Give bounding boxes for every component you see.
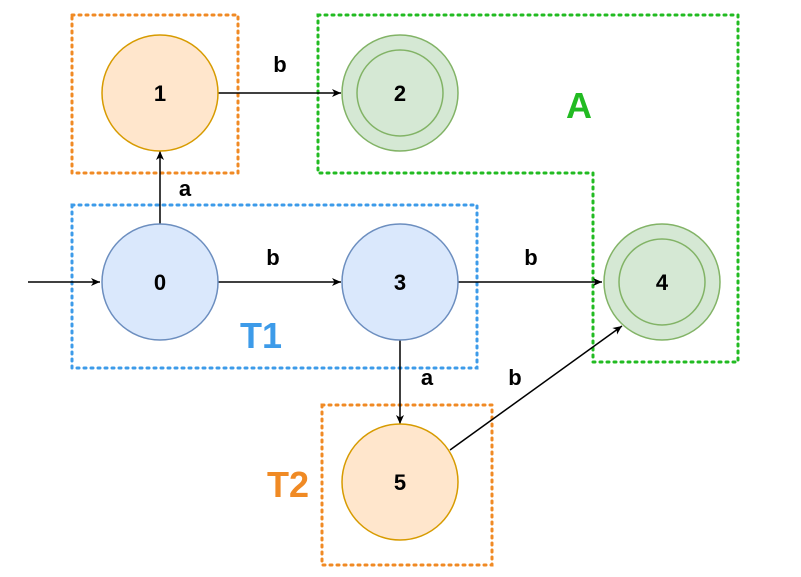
- transition-label-5-4: b: [508, 365, 521, 390]
- transition-5-4: [449, 325, 623, 451]
- state-0[interactable]: 0: [101, 223, 219, 341]
- state-2[interactable]: 2: [341, 34, 459, 152]
- state-label-5: 5: [394, 470, 406, 495]
- state-label-2: 2: [394, 81, 406, 106]
- group-box-a: [316, 13, 740, 364]
- group-label-t1: T1: [240, 315, 282, 356]
- transition-label-0-1: a: [179, 176, 192, 201]
- group-box-t2-bottom: [320, 403, 494, 567]
- state-label-4: 4: [656, 270, 669, 295]
- state-4[interactable]: 4: [603, 223, 721, 341]
- group-box-t1: [70, 203, 479, 370]
- state-5[interactable]: 5: [341, 423, 459, 541]
- group-label-t2: T2: [267, 464, 309, 505]
- transition-label-0-3: b: [266, 245, 279, 270]
- state-label-1: 1: [154, 81, 166, 106]
- state-1[interactable]: 1: [101, 34, 219, 152]
- state-label-0: 0: [154, 270, 166, 295]
- transition-label-3-5: a: [421, 365, 434, 390]
- group-label-a: A: [566, 85, 592, 126]
- group-box-t2-top: [70, 13, 240, 175]
- transition-label-3-4: b: [524, 245, 537, 270]
- transition-label-1-2: b: [273, 52, 286, 77]
- state-3[interactable]: 3: [341, 223, 459, 341]
- state-label-3: 3: [394, 270, 406, 295]
